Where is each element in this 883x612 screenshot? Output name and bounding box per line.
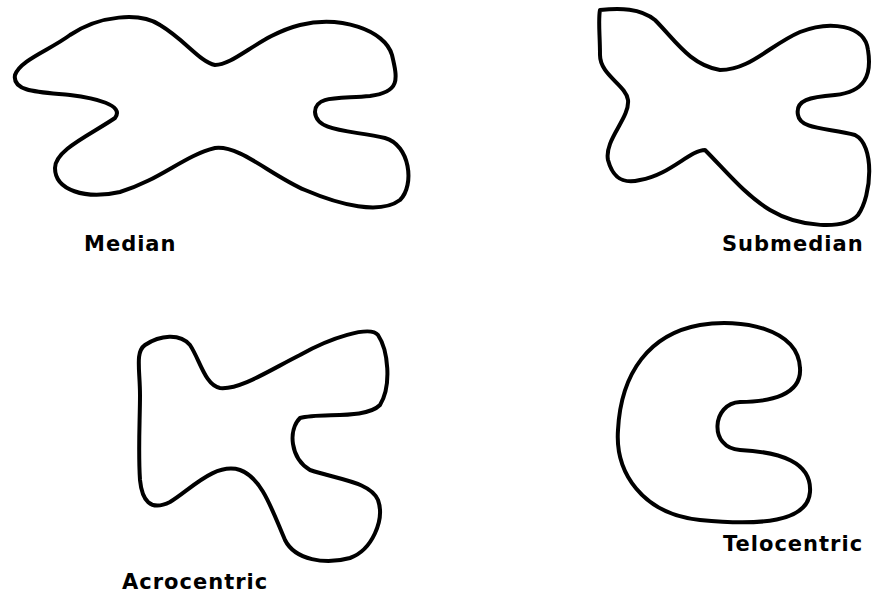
submedian-chromosome — [599, 9, 869, 225]
chromosome-label: Acrocentric — [122, 572, 268, 593]
chromosome-label: Median — [84, 234, 177, 255]
median-chromosome — [15, 17, 409, 207]
chromosome-label: Telocentric — [723, 534, 863, 555]
chromosome-label: Submedian — [722, 234, 864, 255]
telocentric-chromosome — [618, 323, 810, 522]
acrocentric-chromosome — [139, 332, 388, 561]
